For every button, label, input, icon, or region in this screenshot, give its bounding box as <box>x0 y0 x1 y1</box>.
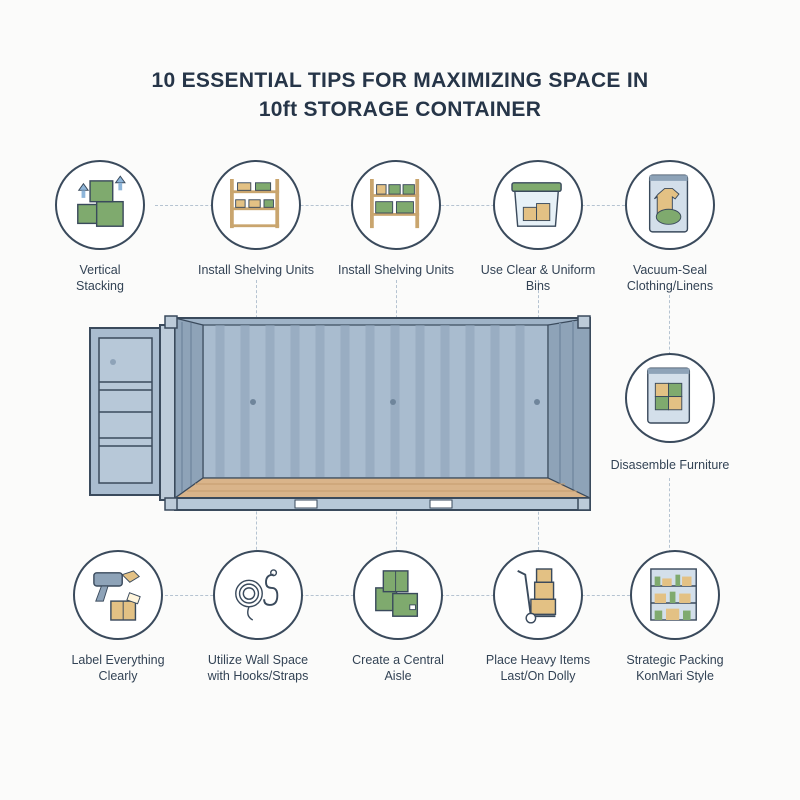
tip-label: Disasemble Furniture <box>610 458 730 472</box>
tip-vacuum-seal: Vacuum-Seal Clothing/Linens <box>595 160 745 294</box>
shelving-bins-icon <box>351 160 441 250</box>
tip-label: Use Clear & Uniform Bins <box>480 263 596 293</box>
tip-label: Vertical Stacking <box>76 263 124 293</box>
stacked-boxes-icon <box>55 160 145 250</box>
tip-label: Place Heavy Items Last/On Dolly <box>485 653 591 683</box>
connector-right <box>669 295 670 360</box>
tip-label: Label Everything Clearly <box>71 653 165 683</box>
page-title-line-2: 10ft STORAGE CONTAINER <box>258 98 542 121</box>
tip-label-everything: Label Everything Clearly <box>43 550 193 684</box>
tip-wall-space-hooks: Utilize Wall Space with Hooks/Straps <box>183 550 333 684</box>
shelving-icon <box>211 160 301 250</box>
label-gun-icon <box>73 550 163 640</box>
tip-label: Create a Central Aisle <box>352 653 444 683</box>
bookshelf-icon <box>630 550 720 640</box>
tip-vertical-stacking: Vertical Stacking <box>25 160 175 294</box>
tip-central-aisle: Create a Central Aisle <box>323 550 473 684</box>
tip-install-shelving-units: Install Shelving Units <box>181 160 331 278</box>
tip-label: Install Shelving Units <box>197 263 315 277</box>
vacuum-bag-icon <box>625 160 715 250</box>
puzzle-bag-icon <box>625 353 715 443</box>
dolly-icon <box>493 550 583 640</box>
tip-heavy-items-dolly: Place Heavy Items Last/On Dolly <box>463 550 613 684</box>
tip-strategic-packing: Strategic Packing KonMari Style <box>600 550 750 684</box>
connector-right-2 <box>669 478 670 553</box>
tip-label: Install Shelving Units <box>337 263 455 277</box>
storage-container-illustration <box>89 315 591 511</box>
tip-label: Vacuum-Seal Clothing/Linens <box>626 263 714 293</box>
hooks-icon <box>213 550 303 640</box>
tip-label: Strategic Packing KonMari Style <box>626 653 724 683</box>
boxes-aisle-icon <box>353 550 443 640</box>
tip-clear-uniform-bins: Use Clear & Uniform Bins <box>463 160 613 294</box>
tip-install-shelving-units-2: Install Shelving Units <box>321 160 471 278</box>
tip-disassemble-furniture: Disasemble Furniture <box>595 353 745 473</box>
page-title-line-1: 10 ESSENTIAL TIPS FOR MAXIMIZING SPACE I… <box>151 69 649 92</box>
clear-bin-icon <box>493 160 583 250</box>
tip-label: Utilize Wall Space with Hooks/Straps <box>207 653 309 683</box>
